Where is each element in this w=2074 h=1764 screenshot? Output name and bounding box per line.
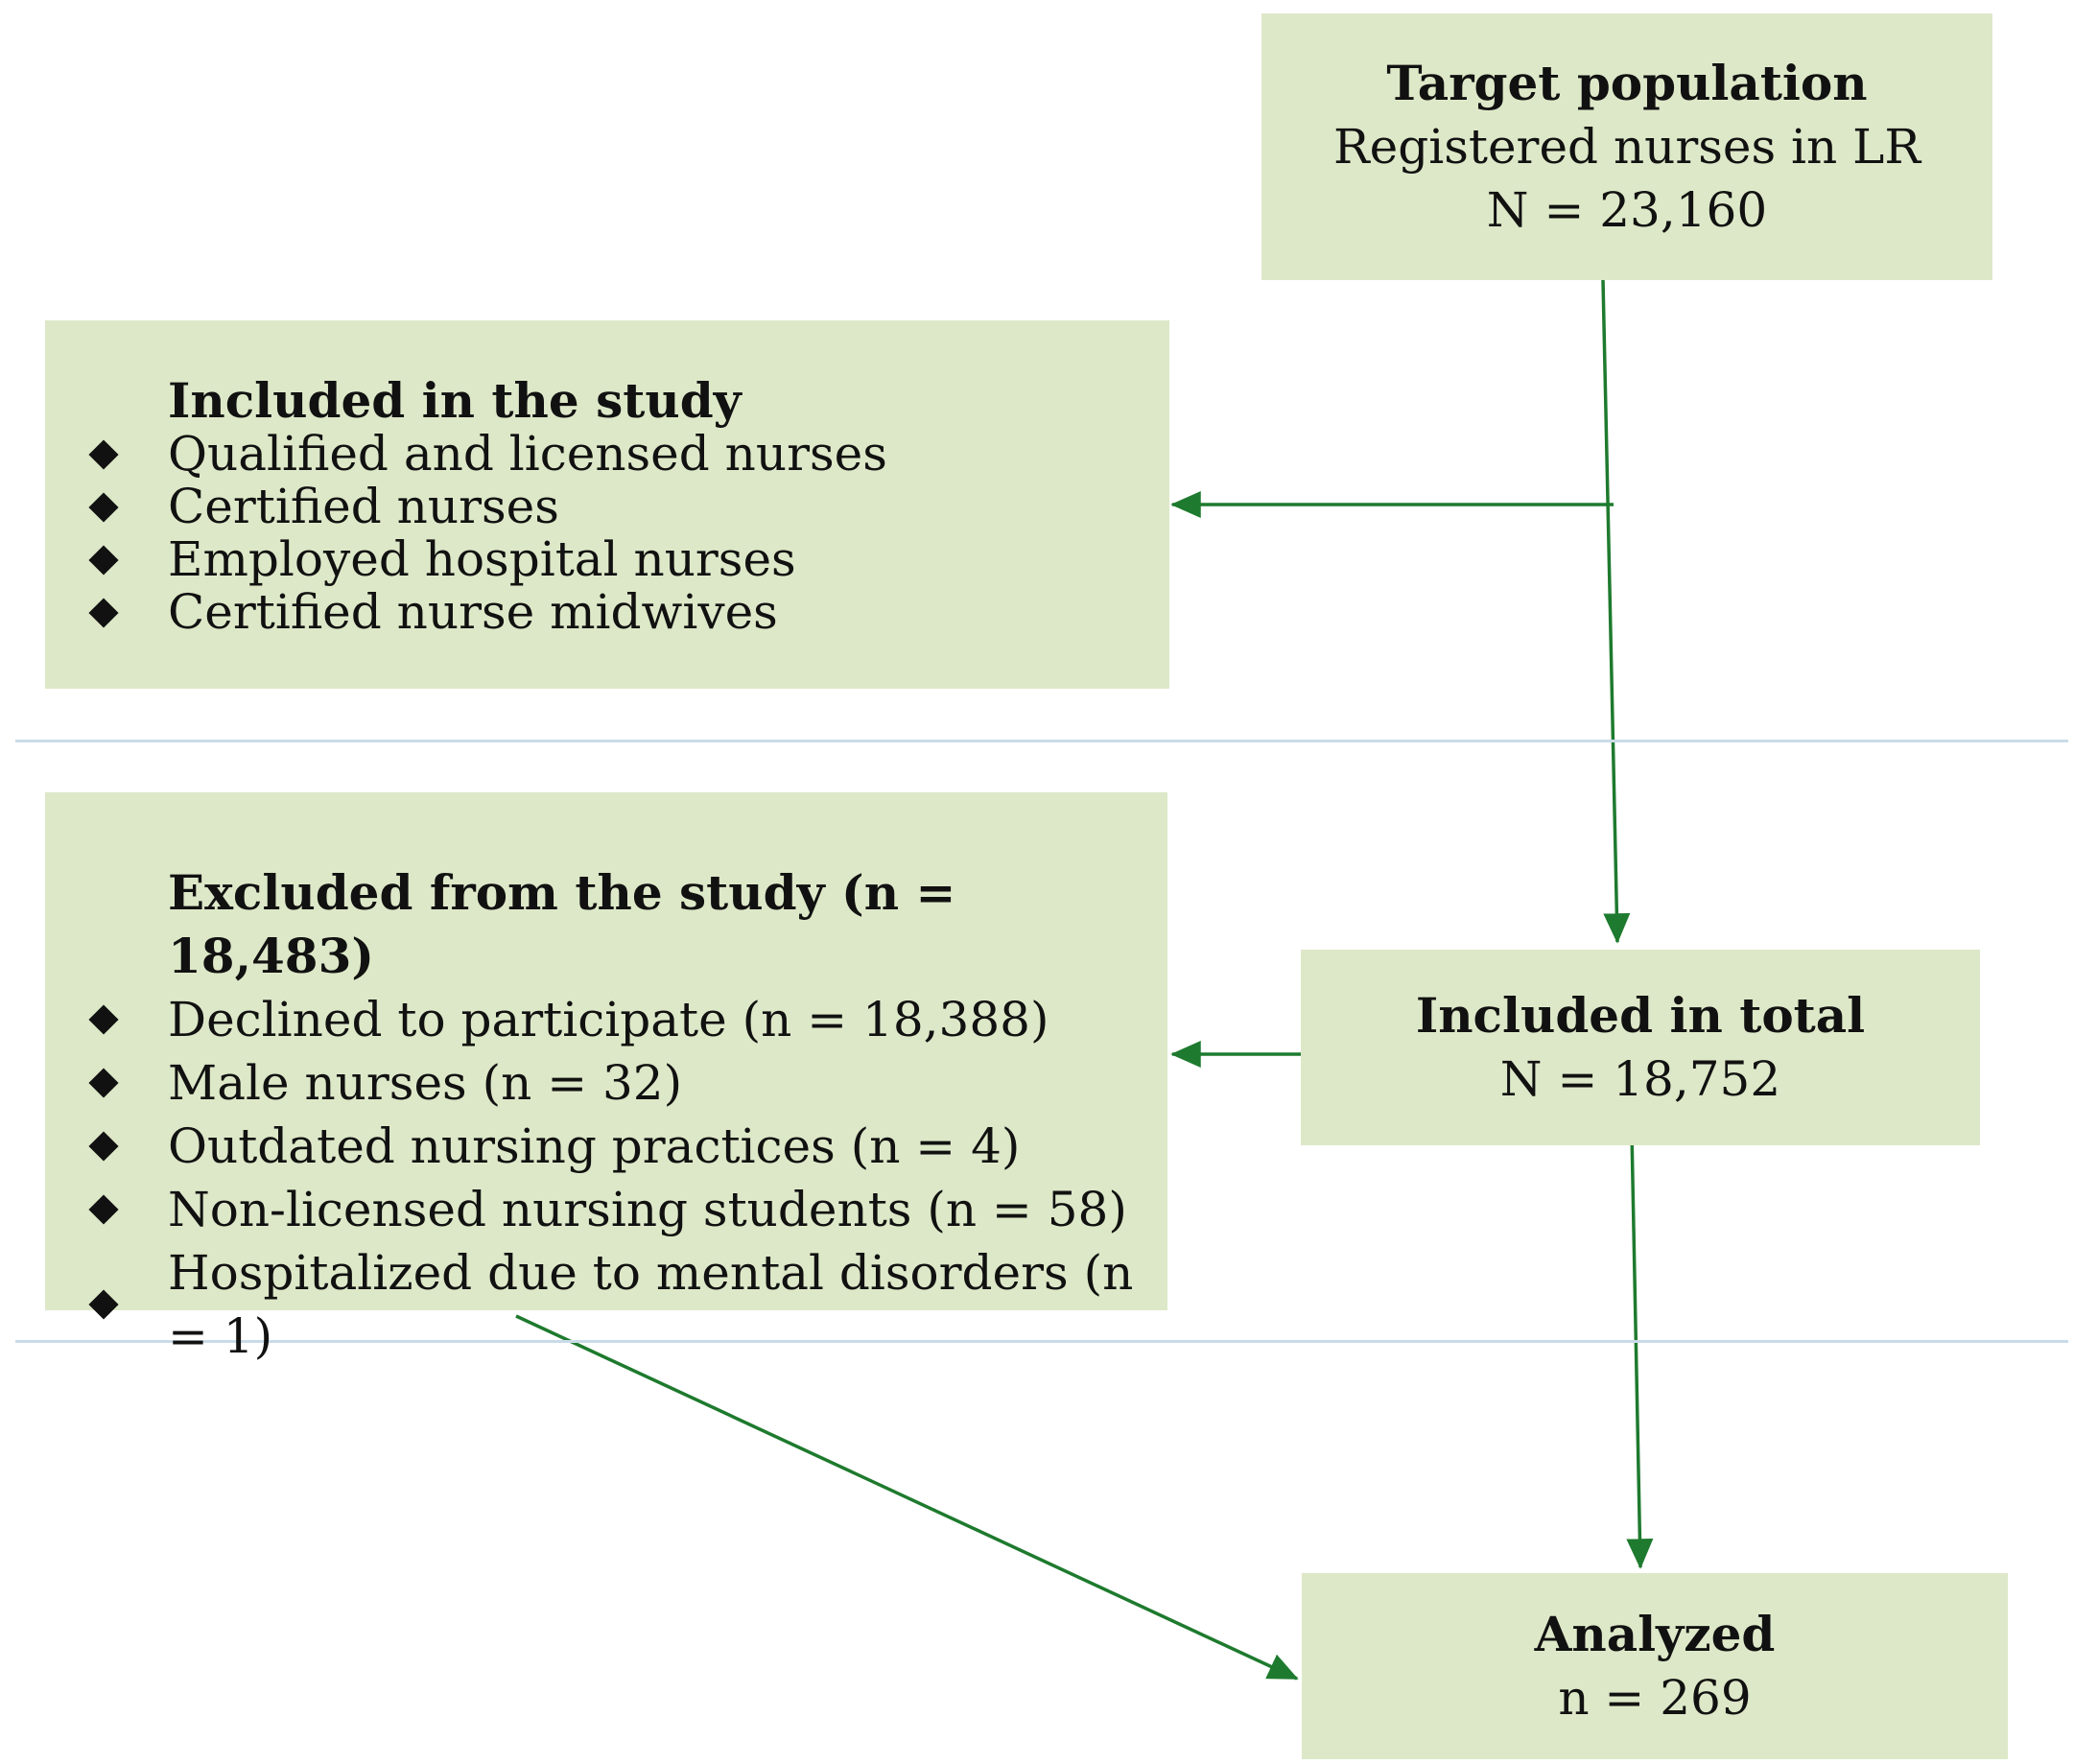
included-criteria-list: Qualified and licensed nurses Certified … — [88, 426, 1169, 640]
arrow-included-total-to-analyzed — [1626, 1131, 1654, 1569]
list-item: Employed hospital nurses — [88, 531, 1169, 587]
diamond-bullet-icon — [88, 1131, 119, 1162]
list-item-label: Qualified and licensed nurses — [168, 426, 887, 482]
list-item: Certified nurse midwives — [88, 584, 1169, 640]
list-item: Certified nurses — [88, 479, 1169, 534]
included-total-count: N = 18,752 — [1499, 1051, 1781, 1107]
target-population-subtitle: Registered nurses in LR — [1332, 119, 1921, 175]
excluded-list: Declined to participate (n = 18,388) Mal… — [88, 988, 1167, 1368]
diamond-bullet-icon — [88, 438, 119, 470]
included-total-title: Included in total — [1415, 987, 1866, 1044]
list-item-label: Certified nurses — [168, 479, 559, 534]
list-item: Qualified and licensed nurses — [88, 426, 1169, 482]
analyzed-box: Analyzed n = 269 — [1302, 1573, 2008, 1759]
excluded-box: Excluded from the study (n = 18,483) Dec… — [45, 792, 1167, 1364]
analyzed-count: n = 269 — [1558, 1670, 1752, 1726]
diamond-bullet-icon — [88, 491, 119, 523]
diamond-bullet-icon — [88, 1068, 119, 1098]
analyzed-title: Analyzed — [1534, 1606, 1776, 1662]
list-item-label: Non-licensed nursing students (n = 58) — [168, 1182, 1127, 1237]
list-item-label: Certified nurse midwives — [168, 584, 778, 640]
included-criteria-title: Included in the study — [168, 372, 742, 429]
target-population-box: Target population Registered nurses in L… — [1261, 13, 1992, 280]
target-population-title: Target population — [1386, 55, 1868, 111]
list-item-label: Employed hospital nurses — [168, 531, 796, 587]
diamond-bullet-icon — [88, 597, 119, 628]
included-total-box: Included in total N = 18,752 — [1301, 950, 1980, 1145]
arrow-target-to-included-total — [1601, 279, 1631, 944]
list-item: Non-licensed nursing students (n = 58) — [88, 1178, 1167, 1241]
list-item: Outdated nursing practices (n = 4) — [88, 1115, 1167, 1178]
excluded-title: Excluded from the study (n = 18,483) — [168, 864, 956, 984]
list-item-label: Hospitalized due to mental disorders (n … — [168, 1245, 1134, 1364]
diamond-bullet-icon — [88, 1004, 119, 1035]
diamond-bullet-icon — [88, 1194, 119, 1225]
target-population-count: N = 23,160 — [1486, 182, 1768, 238]
list-item-label: Declined to participate (n = 18,388) — [168, 992, 1049, 1047]
list-item-label: Male nurses (n = 32) — [168, 1055, 683, 1111]
list-item: Hospitalized due to mental disorders (n … — [88, 1241, 1167, 1368]
list-item: Declined to participate (n = 18,388) — [88, 988, 1167, 1051]
section-divider — [15, 740, 2068, 742]
list-item-label: Outdated nursing practices (n = 4) — [168, 1118, 1021, 1174]
section-divider — [15, 1340, 2068, 1343]
diamond-bullet-icon — [88, 1289, 119, 1320]
included-criteria-box: Included in the study Qualified and lice… — [45, 320, 1169, 689]
arrow-excluded-to-analyzed — [515, 1314, 1299, 1681]
list-item: Male nurses (n = 32) — [88, 1051, 1167, 1115]
diamond-bullet-icon — [88, 544, 119, 576]
